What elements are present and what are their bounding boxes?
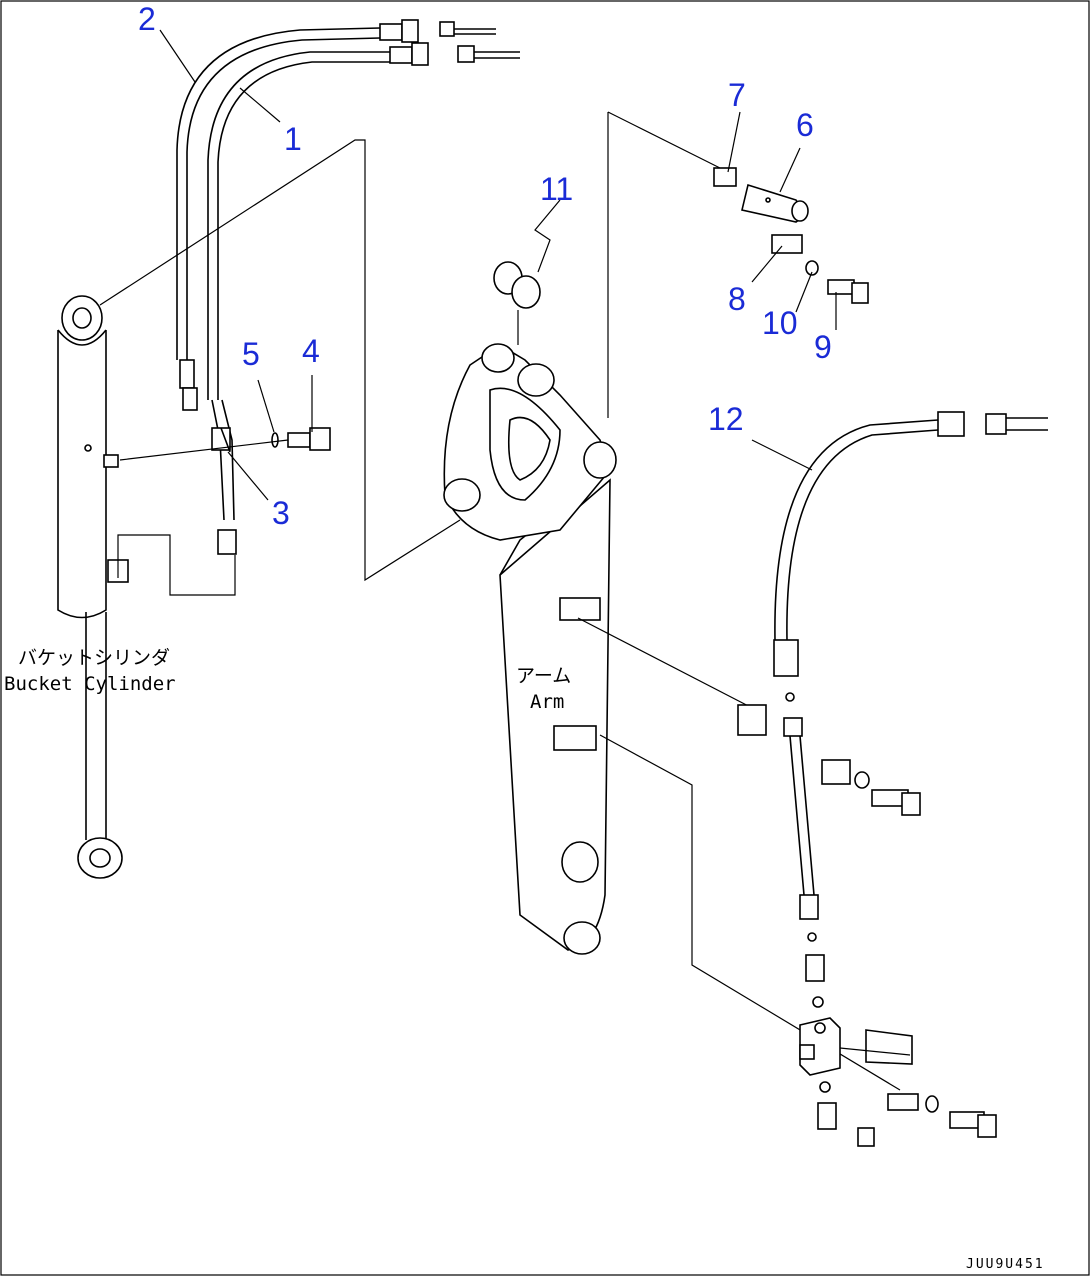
label-bucket-cylinder-en: Bucket Cylinder bbox=[4, 673, 176, 695]
callout-3: 3 bbox=[272, 495, 290, 531]
clip-mid bbox=[821, 759, 851, 785]
leader-10 bbox=[795, 271, 813, 313]
hose-12 bbox=[773, 411, 1048, 677]
callout-2: 2 bbox=[138, 1, 156, 37]
callout-9: 9 bbox=[814, 329, 832, 365]
callout-4: 4 bbox=[302, 333, 320, 369]
washer-5 bbox=[271, 432, 279, 448]
label-arm-en: Arm bbox=[530, 691, 564, 713]
assembly-line-bracket-1 bbox=[577, 617, 761, 713]
washer-lower bbox=[925, 1095, 939, 1113]
washer-10 bbox=[805, 260, 819, 276]
leader-12 bbox=[751, 439, 813, 471]
callout-5: 5 bbox=[242, 336, 260, 372]
bracket-plate bbox=[865, 1029, 913, 1065]
assembly-line-plate bbox=[839, 1047, 911, 1056]
callout-6: 6 bbox=[796, 107, 814, 143]
o-ring-lower bbox=[819, 1081, 831, 1093]
assembly-line-arm-left bbox=[99, 139, 461, 582]
manifold-block bbox=[799, 1017, 841, 1076]
callout-11: 11 bbox=[540, 171, 573, 207]
bolt-4 bbox=[287, 427, 331, 451]
leader-11 bbox=[534, 199, 561, 273]
leader-8 bbox=[751, 245, 783, 283]
elbow-fitting bbox=[817, 1102, 837, 1130]
bolt-mid bbox=[871, 789, 921, 816]
assembly-line-bracket-2 bbox=[599, 734, 901, 1091]
leader-5 bbox=[257, 379, 275, 433]
bolt-lower bbox=[949, 1111, 997, 1138]
arm bbox=[443, 343, 617, 955]
bolt-9 bbox=[827, 279, 869, 304]
o-ring bbox=[785, 692, 795, 702]
assembly-line-pin bbox=[607, 111, 721, 169]
tube-lower bbox=[783, 717, 825, 1008]
callout-10: 10 bbox=[762, 305, 798, 341]
label-bucket-cylinder-jp: バケットシリンダ bbox=[18, 647, 170, 669]
clamp-3 bbox=[211, 427, 231, 453]
callout-7: 7 bbox=[728, 77, 746, 113]
fitting-7 bbox=[713, 167, 737, 187]
bracket-mid bbox=[737, 704, 767, 736]
plate-8 bbox=[771, 234, 803, 254]
plug-fitting bbox=[857, 1127, 875, 1147]
assembly-line-port bbox=[117, 534, 236, 596]
leader-6 bbox=[779, 147, 801, 193]
pin-6 bbox=[741, 183, 809, 223]
callout-8: 8 bbox=[728, 281, 746, 317]
leader-1 bbox=[239, 87, 281, 123]
assembly-line-bolt bbox=[119, 439, 289, 461]
leader-7 bbox=[727, 111, 741, 173]
leader-3 bbox=[227, 451, 269, 501]
washer-mid bbox=[854, 771, 870, 789]
hose-2 bbox=[176, 19, 496, 411]
hose-1 bbox=[207, 42, 520, 555]
drawing-code: JUU9U451 bbox=[966, 1257, 1045, 1272]
callout-1: 1 bbox=[284, 121, 302, 157]
callout-12: 12 bbox=[708, 401, 744, 437]
label-arm-jp: アーム bbox=[516, 665, 571, 687]
clip-plate bbox=[887, 1093, 919, 1111]
leader-2 bbox=[159, 29, 196, 83]
bucket-cylinder bbox=[57, 295, 129, 879]
washer-11 bbox=[493, 261, 541, 309]
